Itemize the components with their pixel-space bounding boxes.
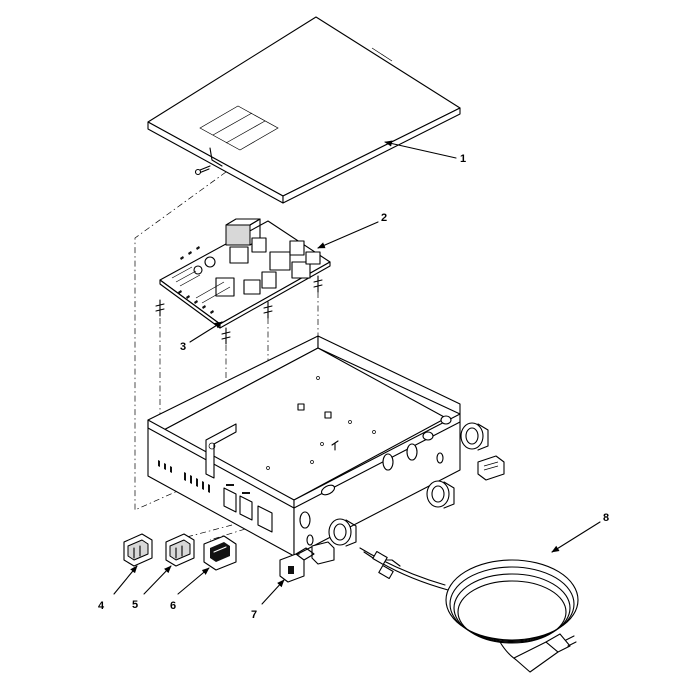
rocker-switch-b — [165, 533, 195, 567]
leader-lines — [113, 140, 601, 605]
circuit-board — [159, 218, 331, 329]
callout-4: 4 — [98, 600, 105, 612]
power-cord — [359, 547, 579, 673]
callout-1: 1 — [460, 153, 466, 165]
callout-8: 8 — [603, 512, 609, 524]
callout-2: 2 — [381, 212, 387, 224]
fuse-holder — [279, 547, 315, 583]
callout-6: 6 — [170, 600, 176, 612]
callout-3: 3 — [180, 341, 186, 353]
callout-7: 7 — [251, 609, 257, 621]
standoffs — [155, 275, 323, 345]
rocker-switch-c — [203, 535, 237, 571]
strain-reliefs — [311, 422, 505, 565]
callout-5: 5 — [132, 599, 138, 611]
rocker-switch-a — [123, 533, 153, 567]
enclosure-box — [147, 335, 461, 557]
cover-panel — [147, 16, 461, 204]
callout-labels: 1 2 3 4 5 6 7 8 — [98, 153, 609, 621]
